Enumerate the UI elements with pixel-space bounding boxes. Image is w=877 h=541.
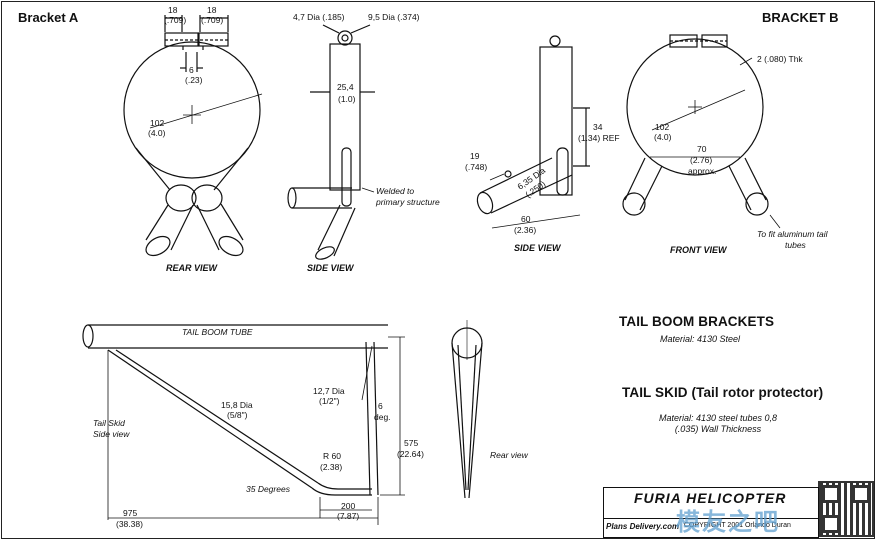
dim-side-b-offset-2: (.748) bbox=[465, 162, 487, 172]
dim-skid-post-1: 12,7 Dia bbox=[313, 386, 345, 396]
heading-tail-skid: TAIL SKID (Tail rotor protector) bbox=[622, 385, 824, 400]
rear-tab-right bbox=[198, 32, 229, 47]
label-tail-skid-2: Side view bbox=[93, 429, 130, 439]
title-block-copyright: COPYRIGHT 2001 Orlando Duran bbox=[684, 522, 791, 529]
note-skid-material-1: Material: 4130 steel tubes 0,8 bbox=[658, 413, 778, 423]
note-fit-1: To fit aluminum tail bbox=[757, 229, 829, 239]
dim-front-spacing-1: 70 bbox=[697, 144, 707, 154]
title-bracket-b: BRACKET B bbox=[762, 10, 839, 25]
dim-rear-gap-2: (.23) bbox=[185, 75, 203, 85]
dim-skid-deg-1: 6 bbox=[378, 401, 383, 411]
dim-front-thickness: 2 (.080) Thk bbox=[757, 54, 803, 64]
label-side-view-b: SIDE VIEW bbox=[514, 243, 562, 253]
dim-front-dia-1: 102 bbox=[655, 122, 669, 132]
side-view-a bbox=[287, 24, 375, 260]
dim-side-b-length-1: 60 bbox=[521, 214, 531, 224]
dim-side-b-ref-1: 34 bbox=[593, 122, 603, 132]
side-b-bolt-head bbox=[549, 35, 561, 47]
label-tail-boom-tube: TAIL BOOM TUBE bbox=[182, 327, 253, 337]
note-welded-2: primary structure bbox=[375, 197, 440, 207]
label-front-view: FRONT VIEW bbox=[670, 245, 728, 255]
rear-view bbox=[123, 15, 263, 257]
dim-skid-strut-1: 15,8 Dia bbox=[221, 400, 253, 410]
heading-tail-boom-brackets: TAIL BOOM BRACKETS bbox=[619, 314, 775, 329]
dim-side-a-width-2: (1.0) bbox=[338, 94, 356, 104]
dim-side-b-length-2: (2.36) bbox=[514, 225, 536, 235]
dim-rear-dia-1: 102 bbox=[150, 118, 164, 128]
title-block-website: Plans Delivery.com bbox=[606, 522, 680, 531]
dim-skid-height-2: (22.64) bbox=[397, 449, 424, 459]
dim-front-dia-2: (4.0) bbox=[654, 132, 672, 142]
side-a-bracket-plate bbox=[329, 43, 361, 191]
qr-code bbox=[818, 481, 874, 537]
dim-skid-height-1: 575 bbox=[404, 438, 418, 448]
note-welded-1: Welded to bbox=[376, 186, 414, 196]
title-block-divider bbox=[604, 518, 818, 519]
dim-rear-tab-left-1: 18 bbox=[168, 5, 178, 15]
label-tail-skid-1: Tail Skid bbox=[93, 418, 125, 428]
note-bracket-material: Material: 4130 Steel bbox=[659, 334, 741, 344]
dim-side-a-large-hole: 9,5 Dia (.374) bbox=[368, 12, 420, 22]
side-view-b bbox=[476, 35, 590, 229]
dim-skid-radius-2: (2.38) bbox=[320, 462, 342, 472]
qr-finder-top-right bbox=[852, 485, 870, 503]
dim-skid-foot-2: (7.87) bbox=[337, 511, 359, 521]
dim-side-b-ref-2: (1.34) REF bbox=[578, 133, 620, 143]
side-b-bracket-plate bbox=[539, 46, 573, 196]
dim-skid-angle: 35 Degrees bbox=[246, 484, 291, 494]
dim-side-a-width-1: 25,4 bbox=[337, 82, 354, 92]
qr-finder-bottom-left bbox=[822, 515, 840, 533]
dim-rear-tab-right-2: (.709) bbox=[201, 15, 223, 25]
tail-skid-side bbox=[82, 324, 405, 525]
title-bracket-a: Bracket A bbox=[18, 10, 79, 25]
qr-finder-top-left bbox=[822, 485, 840, 503]
dim-skid-foot-1: 200 bbox=[341, 501, 355, 511]
dim-rear-gap-1: 6 bbox=[189, 65, 194, 75]
watermark: 模友之吧 bbox=[676, 509, 780, 536]
dim-skid-length-1: 975 bbox=[123, 508, 137, 518]
side-a-bolt-head bbox=[337, 30, 353, 46]
title-block-logo: FURIA HELICOPTER bbox=[634, 490, 787, 506]
dim-side-a-small-hole: 4,7 Dia (.185) bbox=[293, 12, 345, 22]
dim-side-b-offset-1: 19 bbox=[470, 151, 480, 161]
rear-bracket-ring bbox=[123, 41, 261, 179]
label-rear-view: REAR VIEW bbox=[166, 263, 219, 273]
dim-front-spacing-3: approx. bbox=[688, 166, 716, 176]
dim-rear-dia-2: (4.0) bbox=[148, 128, 166, 138]
dim-skid-strut-2: (5/8") bbox=[227, 410, 248, 420]
note-skid-material-2: (.035) Wall Thickness bbox=[674, 424, 762, 434]
dim-skid-radius-1: R 60 bbox=[323, 451, 341, 461]
dim-rear-tab-right-1: 18 bbox=[207, 5, 217, 15]
dim-front-spacing-2: (2.76) bbox=[690, 155, 712, 165]
label-rear-view-skid: Rear view bbox=[490, 450, 529, 460]
side-a-weld-slot bbox=[341, 147, 352, 207]
dim-rear-tab-left-2: (.709) bbox=[164, 15, 186, 25]
title-block: FURIA HELICOPTER Plans Delivery.com COPY… bbox=[603, 487, 819, 538]
tail-skid-rear bbox=[451, 320, 483, 499]
front-bracket-ring bbox=[626, 38, 764, 176]
dim-skid-deg-2: deg. bbox=[374, 412, 391, 422]
label-side-view-a: SIDE VIEW bbox=[307, 263, 355, 273]
dim-skid-post-2: (1/2") bbox=[319, 396, 340, 406]
note-fit-2: tubes bbox=[785, 240, 807, 250]
front-view bbox=[622, 34, 781, 229]
dim-skid-length-2: (38.38) bbox=[116, 519, 143, 529]
